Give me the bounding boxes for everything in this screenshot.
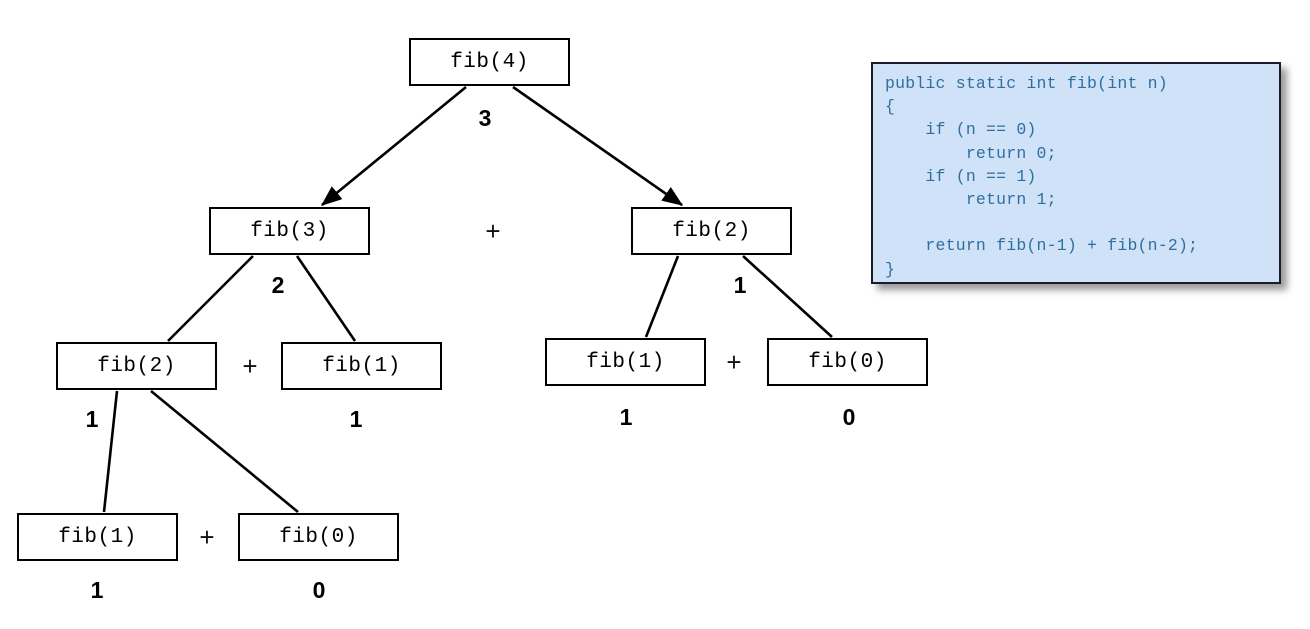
tree-node-n7[interactable]: fib(1) <box>17 513 178 561</box>
tree-node-label: fib(2) <box>672 219 751 243</box>
return-value-label-n7: 1 <box>90 577 104 603</box>
edge-group <box>102 85 833 514</box>
tree-node-label: fib(1) <box>58 525 137 549</box>
return-value-label-n8: 0 <box>312 577 326 603</box>
tree-node-n2[interactable]: fib(2) <box>631 207 792 255</box>
tree-node-label: fib(0) <box>279 525 358 549</box>
tree-edge-n2-n5 <box>644 255 680 338</box>
tree-edge-n0-n2 <box>512 85 684 207</box>
tree-node-label: fib(0) <box>808 350 887 374</box>
return-value-label-n2: 1 <box>733 272 747 298</box>
code-snippet-text: public static int fib(int n) { if (n == … <box>885 74 1199 279</box>
tree-node-n5[interactable]: fib(1) <box>545 338 706 386</box>
tree-node-label: fib(4) <box>450 50 529 74</box>
tree-node-n4[interactable]: fib(1) <box>281 342 442 390</box>
tree-node-n6[interactable]: fib(0) <box>767 338 928 386</box>
tree-edge-n3-n8 <box>150 389 299 514</box>
tree-node-label: fib(2) <box>97 354 176 378</box>
plus-operator-3: + <box>726 347 742 377</box>
return-value-label-n1: 2 <box>271 272 285 298</box>
return-value-label-n5: 1 <box>619 404 633 430</box>
tree-node-n0[interactable]: fib(4) <box>409 38 570 86</box>
plus-operator-1: + <box>485 216 501 246</box>
tree-edge-n1-n3 <box>167 255 254 342</box>
tree-node-label: fib(1) <box>586 350 665 374</box>
tree-node-n8[interactable]: fib(0) <box>238 513 399 561</box>
tree-node-label: fib(1) <box>322 354 401 378</box>
plus-operator-4: + <box>199 522 215 552</box>
tree-edge-n0-n1 <box>320 85 467 207</box>
tree-node-n1[interactable]: fib(3) <box>209 207 370 255</box>
code-snippet-panel: public static int fib(int n) { if (n == … <box>871 62 1281 284</box>
return-value-label-n6: 0 <box>842 404 856 430</box>
plus-operator-2: + <box>242 351 258 381</box>
return-value-label-n0: 3 <box>478 105 492 131</box>
tree-node-n3[interactable]: fib(2) <box>56 342 217 390</box>
tree-node-label: fib(3) <box>250 219 329 243</box>
return-value-label-n4: 1 <box>349 406 363 432</box>
return-value-label-n3: 1 <box>85 406 99 432</box>
